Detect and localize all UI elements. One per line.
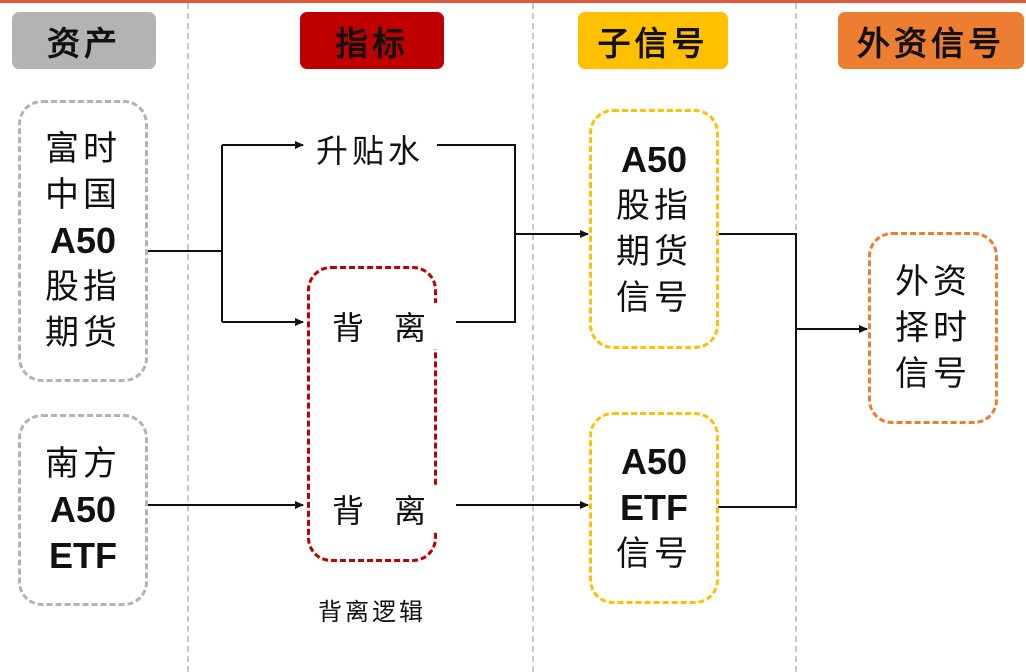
etf-signal-line-3: 信号 xyxy=(616,534,692,574)
column-divider-1 xyxy=(187,3,189,672)
futures-signal-line-4: 信号 xyxy=(616,278,692,318)
final-line-1: 外资 xyxy=(895,262,971,302)
foreign-timing-signal: 外资 择时 信号 xyxy=(868,232,998,424)
asset-etf-line-3: ETF xyxy=(49,535,117,576)
futures-signal-line-3: 期货 xyxy=(616,232,692,272)
asset-ftse-line-4: 股指 xyxy=(45,267,121,307)
header-sub-signal: 子信号 xyxy=(578,12,728,69)
header-asset: 资产 xyxy=(12,12,156,69)
indicator-divergence-2: 背离 xyxy=(332,486,457,532)
final-line-2: 择时 xyxy=(895,308,971,348)
asset-a50-etf: 南方 A50 ETF xyxy=(18,414,148,606)
asset-ftse-line-2: 中国 xyxy=(45,175,121,215)
asset-etf-line-1: 南方 xyxy=(45,444,121,484)
header-indicator: 指标 xyxy=(300,12,444,69)
futures-signal-line-1: A50 xyxy=(620,139,688,180)
sub-signal-etf: A50 ETF 信号 xyxy=(589,412,719,604)
etf-signal-line-1: A50 xyxy=(620,441,688,482)
asset-etf-line-2: A50 xyxy=(49,489,117,530)
final-line-3: 信号 xyxy=(895,354,971,394)
header-foreign-signal: 外资信号 xyxy=(838,12,1024,69)
asset-ftse-line-1: 富时 xyxy=(45,129,121,169)
asset-ftse-line-5: 期货 xyxy=(45,313,121,353)
connector-indicators-merge xyxy=(437,144,516,323)
column-divider-2 xyxy=(532,3,534,672)
futures-signal-line-2: 股指 xyxy=(616,186,692,226)
divergence-caption: 背离逻辑 xyxy=(318,598,426,626)
asset-ftse-line-3: A50 xyxy=(49,220,117,261)
connector-signals-merge xyxy=(718,233,797,508)
sub-signal-futures: A50 股指 期货 信号 xyxy=(589,109,719,349)
top-accent-line xyxy=(0,0,1026,3)
divergence-group xyxy=(307,266,437,562)
etf-signal-line-2: ETF xyxy=(620,487,688,528)
asset-ftse-a50-futures: 富时 中国 A50 股指 期货 xyxy=(18,100,148,382)
indicator-basis: 升贴水 xyxy=(316,126,425,172)
indicator-divergence-1: 背离 xyxy=(332,303,457,349)
